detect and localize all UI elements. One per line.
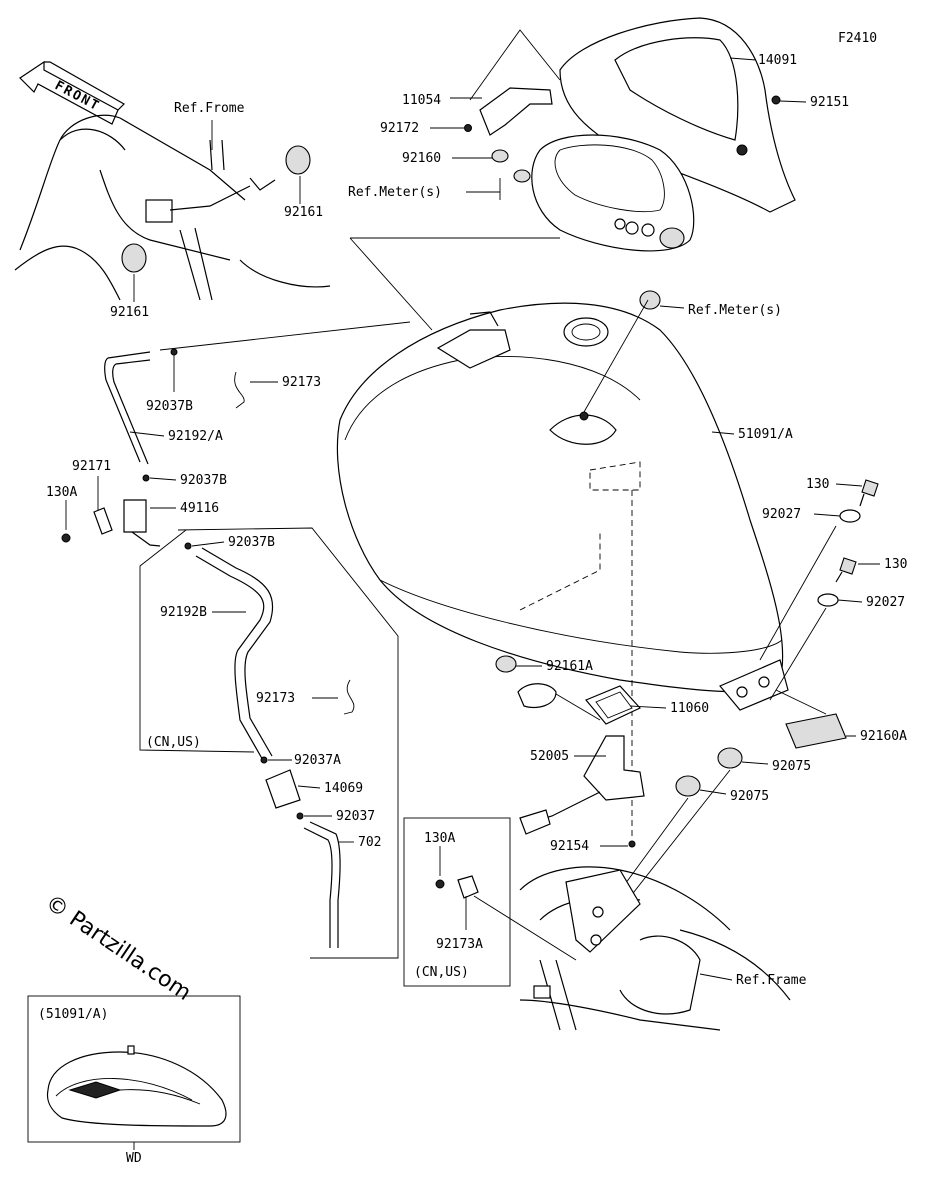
part-92037-label: 92037 [336,809,375,824]
part-92161-top-label: 92161 [284,205,323,220]
part-130-2-label: 130 [884,557,907,572]
rear-frame-illustration [519,866,791,1031]
fuel-tank-51091a [336,302,789,711]
meter-assembly [531,134,695,252]
cn-us-1-label: (CN,US) [146,735,201,750]
part-92037a-label: 92037A [294,753,341,768]
part-92173a-label: 92173A [436,937,483,952]
ref-meters-mid-label: Ref.Meter(s) [688,303,782,318]
part-14069-label: 14069 [324,781,363,796]
part-702-label: 702 [358,835,381,850]
part-92037b-2-label: 92037B [180,473,227,488]
part-92171-label: 92171 [72,459,111,474]
part-130-1-label: 130 [806,477,829,492]
part-52005-label: 52005 [530,749,569,764]
fuel-pump-52005 [583,735,645,801]
front-frame-illustration [14,114,331,301]
part-92075-2-label: 92075 [730,789,769,804]
part-49116-label: 49116 [180,501,219,516]
bracket-11054 [464,87,553,136]
part-92154-label: 92154 [550,839,589,854]
part-92173-2-label: 92173 [256,691,295,706]
part-92161a-label: 92161A [546,659,593,674]
inset-part-ref-label: (51091/A) [38,1007,108,1022]
part-92037b-1-label: 92037B [146,399,193,414]
part-92192b-label: 92192B [160,605,207,620]
part-92151-label: 92151 [810,95,849,110]
part-51091a-label: 51091/A [738,427,793,442]
part-14091-label: 14091 [758,53,797,68]
wd-fuel-tank-illustration [46,1045,227,1127]
part-11060-label: 11060 [670,701,709,716]
ref-frame-label: Ref.Frame [736,973,807,988]
part-92172-label: 92172 [380,121,419,136]
part-92160a-label: 92160A [860,729,907,744]
inset-code-label: WD [126,1151,142,1166]
part-92075-1-label: 92075 [772,759,811,774]
part-130a-1-label: 130A [46,485,77,500]
part-92037b-3-label: 92037B [228,535,275,550]
cn-us-2-label: (CN,US) [414,965,469,980]
watermark: © Partzilla.com [41,890,196,1006]
meter-cover-14091 [559,17,796,213]
front-label: FRONT [52,78,102,114]
cn-us-clip-inset [403,817,511,987]
part-92173-1-label: 92173 [282,375,321,390]
part-92160-label: 92160 [402,151,441,166]
part-92027-1-label: 92027 [762,507,801,522]
part-11054-label: 11054 [402,93,441,108]
part-92027-2-label: 92027 [866,595,905,610]
figure-code: F2410 [838,31,877,46]
ref-frome-label: Ref.Frome [174,101,245,116]
part-92161-bottom-label: 92161 [110,305,149,320]
part-130a-2-label: 130A [424,831,455,846]
part-92192a-label: 92192/A [168,429,223,444]
fuel-filter-14069 [265,769,301,809]
ref-meters-top-label: Ref.Meter(s) [348,185,442,200]
